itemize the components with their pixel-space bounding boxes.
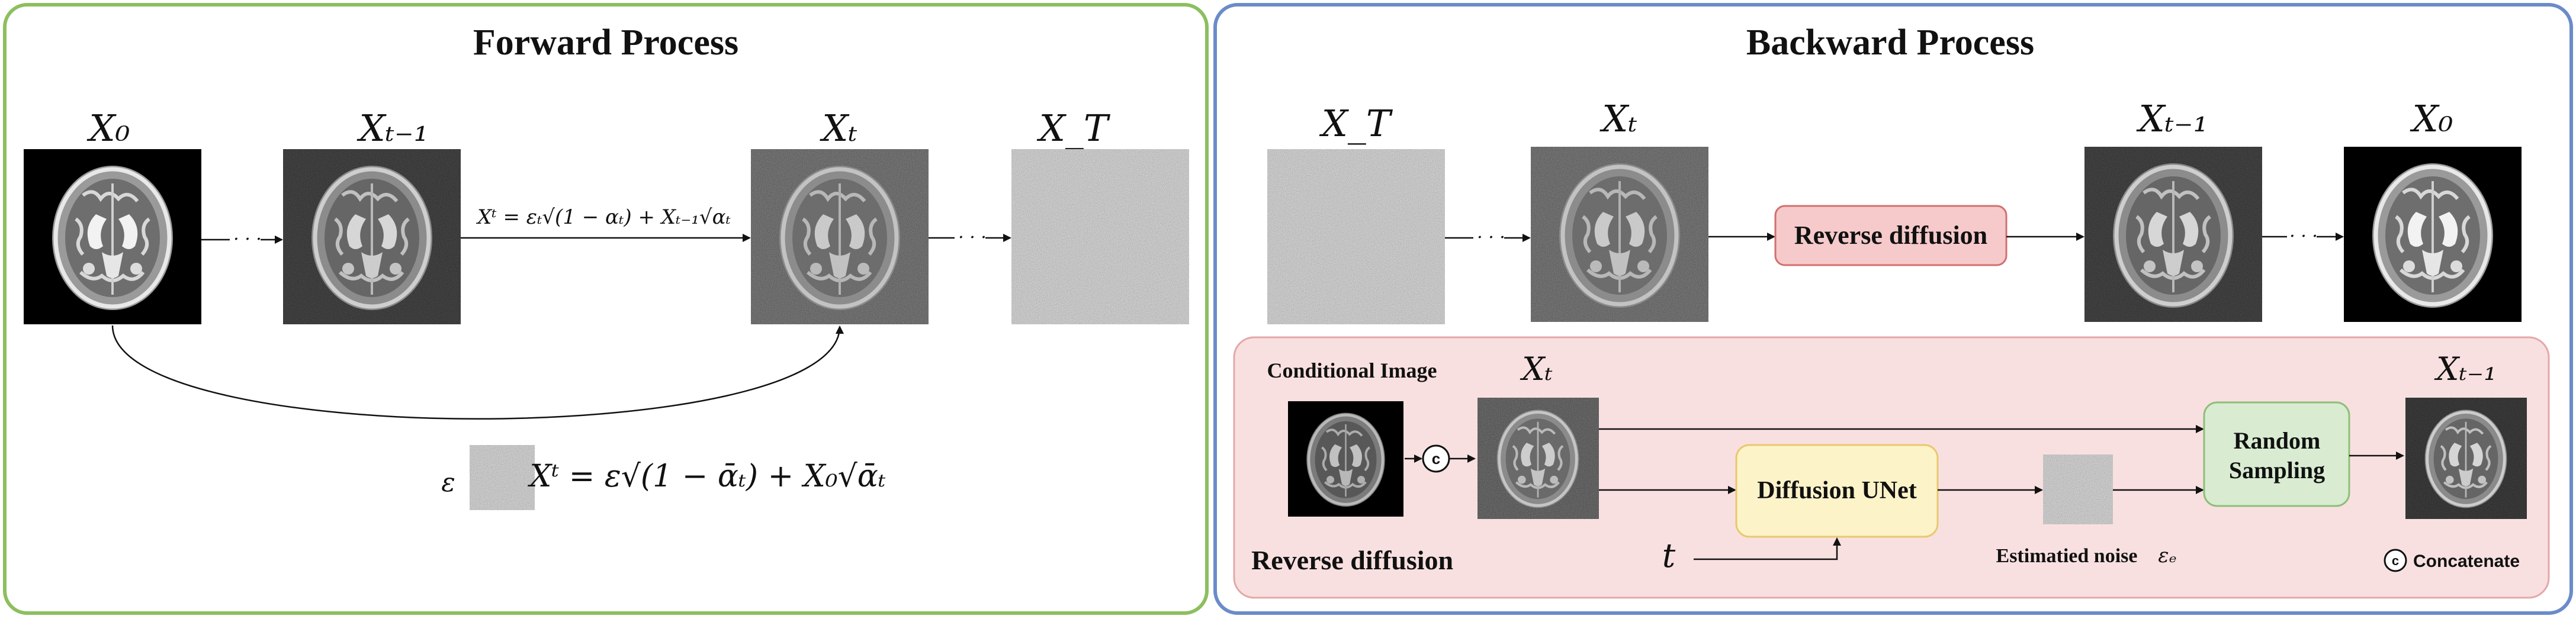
backward-dots-1: · · · bbox=[1477, 227, 1505, 248]
concat-symbol: c bbox=[1432, 450, 1440, 468]
estimated-noise-image bbox=[2043, 454, 2113, 524]
forward-closed-equation: Xᵗ = ε√(1 − ᾱₜ) + X₀√ᾱₜ bbox=[527, 459, 885, 494]
estimated-noise-symbol: εₑ bbox=[2158, 544, 2176, 568]
backward-xt-1-label: Xₜ₋₁ bbox=[2136, 97, 2208, 140]
concatenate-legend-label: Concatenate bbox=[2413, 552, 2520, 571]
random-sampling-label-2: Sampling bbox=[2229, 457, 2325, 483]
forward-epsilon-image bbox=[470, 445, 535, 510]
concat-circle: c bbox=[1422, 444, 1450, 473]
random-sampling-box bbox=[2203, 401, 2350, 507]
reverse-diffusion-box bbox=[1774, 205, 2008, 266]
backward-xt-label: Xₜ bbox=[1599, 97, 1637, 140]
forward-dots-2: · · · bbox=[958, 227, 987, 248]
forward-xt-image bbox=[751, 149, 929, 324]
forward-x0-label: X₀ bbox=[87, 107, 130, 150]
forward-epsilon-label: ε bbox=[441, 468, 455, 498]
diffusion-unet-label: Diffusion UNet bbox=[1757, 477, 1917, 504]
forward-title: Forward Process bbox=[473, 22, 738, 63]
estimated-noise-label: Estimatied noise bbox=[1996, 545, 2138, 567]
detail-xt-image bbox=[1477, 398, 1599, 519]
detail-xt-1-image bbox=[2405, 398, 2527, 519]
detail-xt-1-label: Xₜ₋₁ bbox=[2434, 350, 2497, 388]
backward-title: Backward Process bbox=[1746, 22, 2034, 63]
timestep-label: t bbox=[1662, 537, 1676, 575]
reverse-diffusion-box-label: Reverse diffusion bbox=[1794, 221, 1987, 250]
forward-xT-label: X_T bbox=[1037, 107, 1111, 150]
forward-skip-curve bbox=[111, 325, 844, 420]
backward-xt-image bbox=[1531, 147, 1708, 322]
conditional-image bbox=[1288, 401, 1403, 517]
backward-x0-image bbox=[2344, 147, 2522, 322]
backward-xT-label: X_T bbox=[1319, 102, 1393, 145]
forward-dots-1: · · · bbox=[233, 229, 262, 250]
concatenate-legend: c Concatenate bbox=[2384, 549, 2520, 572]
backward-xT-image bbox=[1267, 149, 1445, 324]
backward-dots-2: · · · bbox=[2289, 226, 2318, 247]
detail-xt-label: Xₜ bbox=[1520, 350, 1553, 388]
conditional-image-label: Conditional Image bbox=[1267, 359, 1437, 382]
backward-xt-1-image bbox=[2084, 147, 2262, 322]
forward-xt-1-image bbox=[283, 149, 461, 324]
forward-xt-1-label: Xₜ₋₁ bbox=[356, 107, 428, 150]
reverse-diffusion-caption: Reverse diffusion bbox=[1251, 545, 1453, 575]
diffusion-unet-box bbox=[1735, 444, 1939, 538]
forward-xT-image bbox=[1011, 149, 1189, 324]
random-sampling-label-1: Random bbox=[2234, 427, 2321, 454]
backward-x0-label: X₀ bbox=[2410, 97, 2453, 140]
forward-step-equation: Xᵗ = εₜ√(1 − αₜ) + Xₜ₋₁√αₜ bbox=[476, 205, 731, 229]
forward-xt-label: Xₜ bbox=[820, 107, 857, 150]
concatenate-legend-symbol: c bbox=[2392, 553, 2399, 568]
timestep-arrow bbox=[1694, 537, 1841, 560]
forward-x0-image bbox=[24, 149, 201, 324]
